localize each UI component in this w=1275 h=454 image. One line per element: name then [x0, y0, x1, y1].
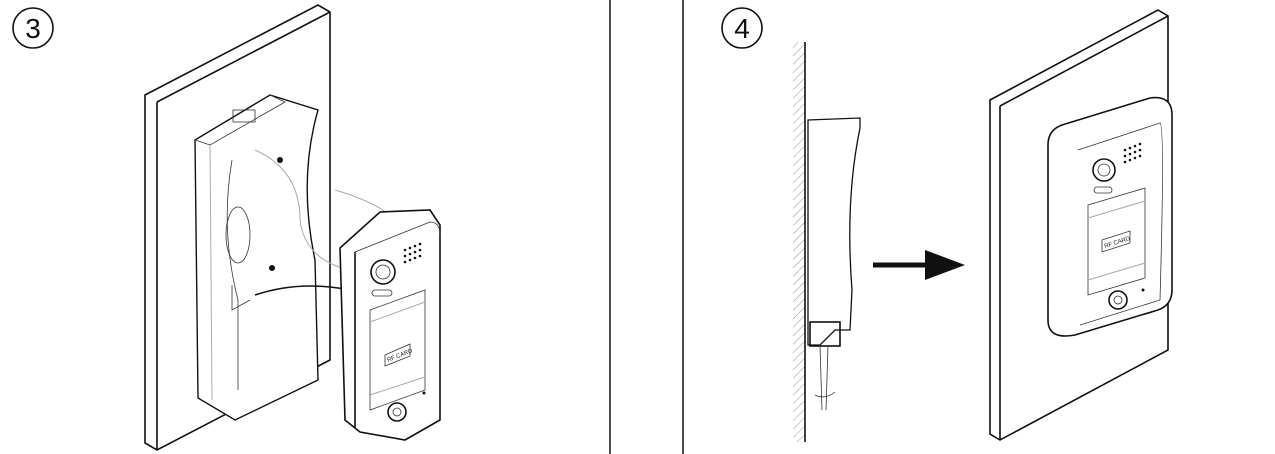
arrow-right-icon: [873, 250, 965, 280]
door-station: RF CARD: [339, 209, 441, 441]
step-4-number: 4: [734, 13, 750, 44]
rain-cover: [194, 94, 391, 421]
step-3-panel: 3: [12, 4, 441, 451]
step-3-number: 3: [25, 13, 41, 44]
door-station-installed: RF CARD: [1047, 96, 1173, 337]
step-4-number-badge: 4: [721, 7, 763, 49]
step-3-number-badge: 3: [12, 7, 54, 49]
step-4-panel: 4: [721, 7, 1173, 442]
wall-side-view: [793, 42, 861, 442]
